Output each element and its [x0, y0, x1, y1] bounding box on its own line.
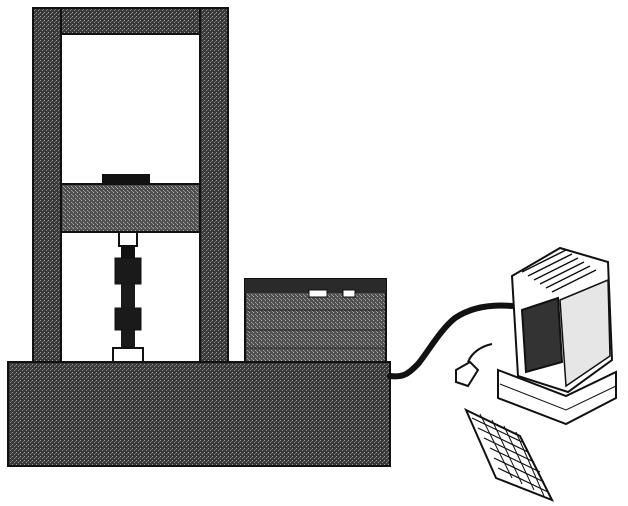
computer — [456, 248, 616, 500]
frame-left-column — [33, 8, 61, 364]
frame-right-column — [200, 8, 228, 364]
load-cell — [102, 174, 150, 185]
keyboard — [466, 410, 552, 500]
monitor-screen — [522, 298, 562, 372]
specimen-lower-shoulder — [115, 308, 141, 330]
specimen-gauge-section — [121, 284, 135, 308]
controller-display-1 — [309, 290, 327, 297]
controller — [245, 279, 386, 365]
upper-grip — [119, 232, 137, 246]
crosshead-beam — [61, 184, 200, 232]
specimen-upper-shoulder — [115, 258, 141, 284]
lower-grip — [113, 348, 143, 362]
machine-base — [8, 362, 390, 466]
specimen — [113, 232, 143, 362]
mouse — [456, 362, 478, 386]
frame-top-beam — [33, 8, 228, 34]
controller-display-2 — [343, 290, 355, 297]
data-cable — [390, 306, 512, 377]
